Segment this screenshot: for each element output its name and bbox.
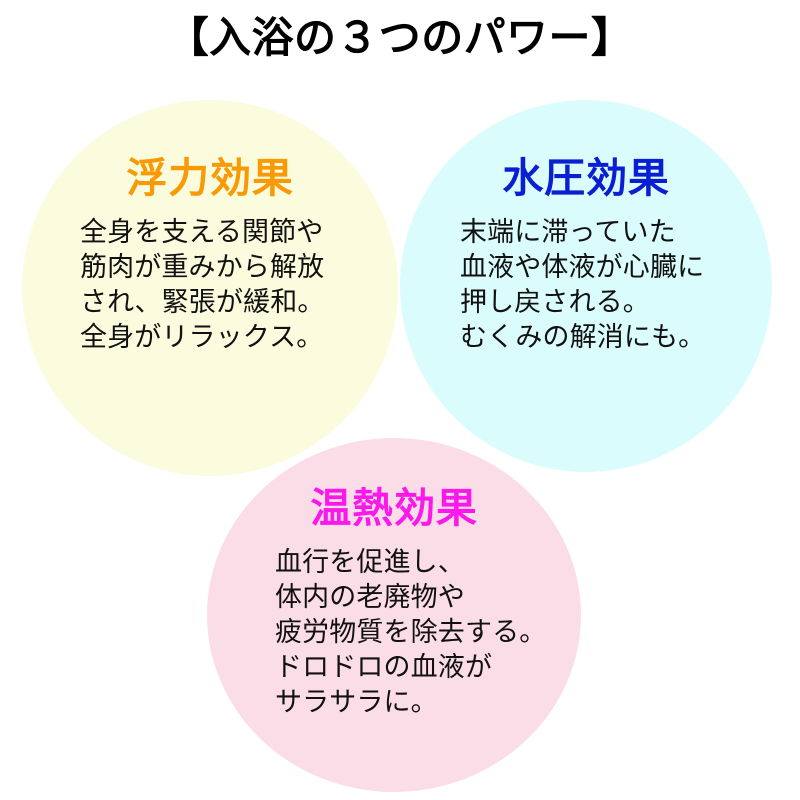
circle-content-thermal: 温熱効果 血行を促進し、 体内の老廃物や 疲労物質を除去する。 ドロドロの血液が…: [207, 485, 581, 721]
page-title: 【入浴の３つのパワー】: [166, 14, 634, 61]
circle-content-water-pressure: 水圧効果 末端に滞っていた 血液や体液が心臓に 押し戻される。 むくみの解消にも…: [400, 155, 772, 355]
circle-content-buoyancy: 浮力効果 全身を支える関節や 筋肉が重みから解放 され、緊張が緩和。 全身がリラ…: [22, 155, 398, 355]
power-body-water-pressure: 末端に滞っていた 血液や体液が心臓に 押し戻される。 むくみの解消にも。: [460, 217, 706, 353]
power-heading-buoyancy: 浮力効果: [126, 155, 294, 201]
power-circle-thermal: 温熱効果 血行を促進し、 体内の老廃物や 疲労物質を除去する。 ドロドロの血液が…: [207, 438, 581, 792]
power-circle-buoyancy: 浮力効果 全身を支える関節や 筋肉が重みから解放 され、緊張が緩和。 全身がリラ…: [22, 100, 398, 476]
power-body-buoyancy: 全身を支える関節や 筋肉が重みから解放 され、緊張が緩和。 全身がリラックス。: [80, 217, 325, 353]
power-heading-water-pressure: 水圧効果: [502, 155, 670, 201]
power-body-thermal: 血行を促進し、 体内の老廃物や 疲労物質を除去する。 ドロドロの血液が サラサラ…: [275, 547, 547, 718]
power-heading-thermal: 温熱効果: [310, 485, 478, 531]
power-circle-water-pressure: 水圧効果 末端に滞っていた 血液や体液が心臓に 押し戻される。 むくみの解消にも…: [400, 100, 772, 472]
